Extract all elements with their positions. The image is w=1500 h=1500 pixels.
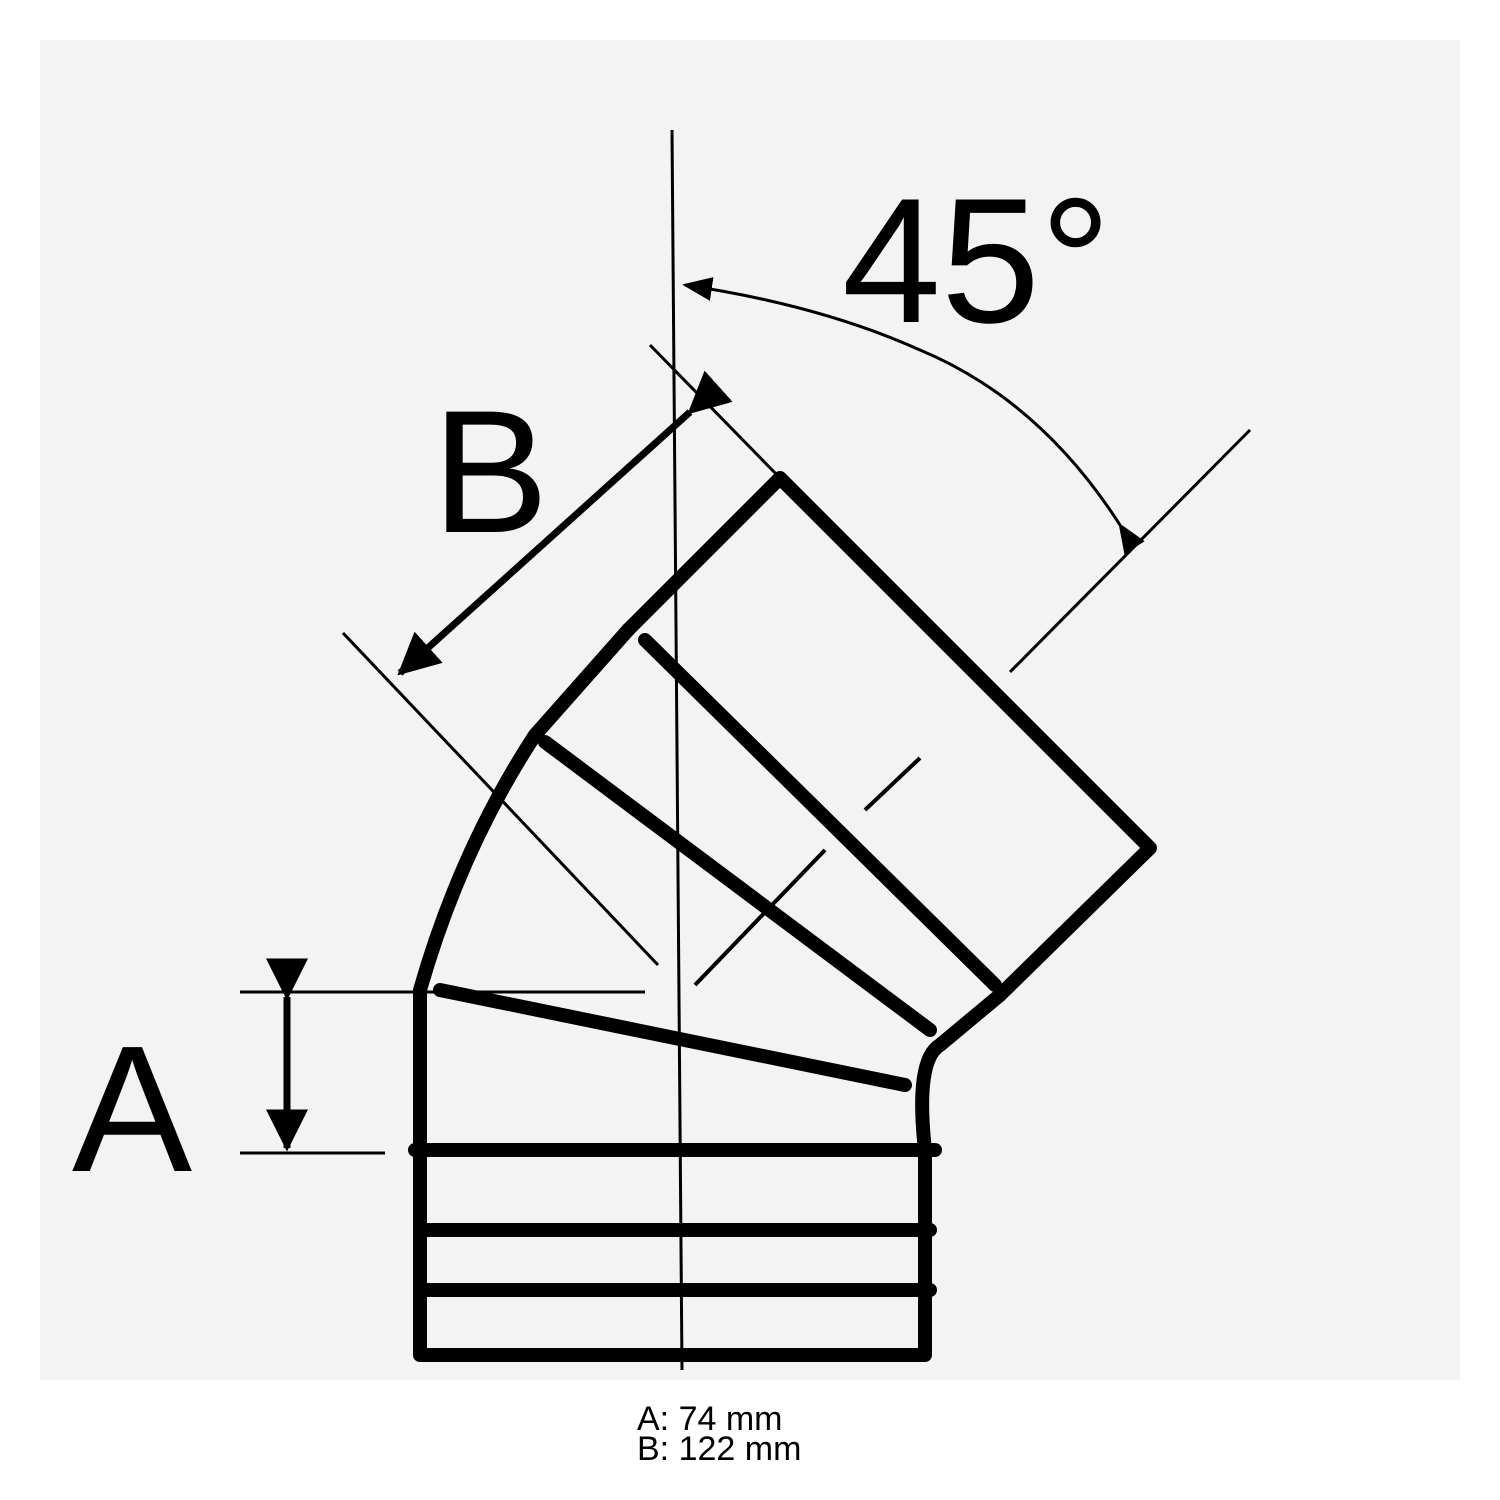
segment-joint-3 <box>433 983 912 1092</box>
dimension-notes: A: 74 mm B: 122 mm <box>637 1400 802 1468</box>
elbow-outline <box>408 471 1157 1362</box>
angle-label: 45° <box>842 161 1112 360</box>
centerline <box>670 129 684 1371</box>
dimension-a: A: 74 mm <box>637 1400 783 1438</box>
axis-dash-2 <box>693 848 827 987</box>
dimension-b: B: 122 mm <box>637 1430 802 1468</box>
b-label: B <box>432 375 549 570</box>
elbow-body-outline <box>413 623 1007 1362</box>
axis-dash-1 <box>863 756 922 812</box>
a-label: A <box>72 1009 193 1210</box>
upper-segment-outline <box>621 471 1157 1002</box>
segment-joint-1 <box>638 633 1002 992</box>
drawing-background <box>40 40 1460 1380</box>
b-dimension-arrow <box>397 370 733 676</box>
angle-arc-arrow <box>682 277 1145 555</box>
segment-joint-2 <box>538 735 937 1037</box>
